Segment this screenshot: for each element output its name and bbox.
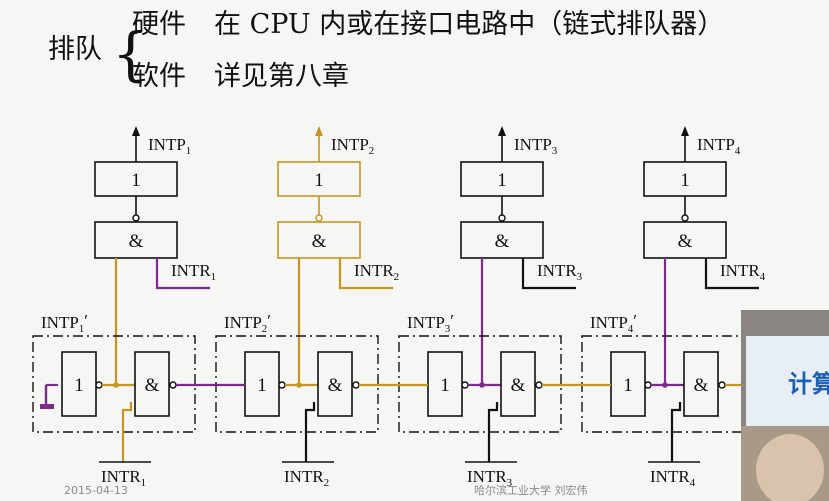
request-and-gate (277, 221, 361, 259)
chain-label: INTP4′ (590, 311, 637, 335)
output-label: INTP1 (148, 135, 191, 157)
inverter-bubble (95, 381, 103, 389)
hardware-text: 在 CPU 内或在接口电路中（链式排队器） (214, 9, 724, 40)
inverter-bubble (461, 381, 469, 389)
bottom-intr-line (304, 402, 316, 462)
output-label: INTP4 (697, 135, 741, 157)
bottom-intr-line (487, 402, 499, 462)
inverter-bubble (315, 214, 323, 222)
inverter-bubble (278, 381, 286, 389)
intr-label: INTR1 (171, 261, 216, 283)
request-and-gate (643, 221, 727, 259)
inverter-bubble (718, 381, 726, 389)
intr-label: INTR2 (354, 261, 399, 283)
chain-links (40, 383, 741, 409)
camera-text: 计算 (788, 370, 829, 398)
inverter-bubble (132, 214, 140, 222)
chain-label: INTP3′ (407, 311, 454, 335)
chain-and-gate (317, 351, 353, 417)
and-gate-label: & (678, 231, 693, 252)
bottom-intr-label: INTR2 (284, 467, 329, 489)
intr-input-line (338, 258, 393, 290)
brace: { (112, 20, 149, 88)
arrow-up-icon (315, 126, 323, 136)
chain-label: INTP1′ (41, 311, 88, 335)
bottom-intr-line (670, 402, 682, 462)
inverter-bubble (169, 381, 177, 389)
not-gate-label: 1 (74, 375, 84, 396)
chain-and-gate (500, 351, 536, 417)
inverter-bubble (498, 214, 506, 222)
chain-and-gate (134, 351, 170, 417)
and-gate-label: & (694, 375, 709, 396)
and-gate-label: & (145, 375, 160, 396)
bottom-intr-label: INTR4 (650, 467, 696, 489)
and-gate-label: & (129, 231, 144, 252)
output-label: INTP2 (331, 135, 374, 157)
not-gate-label: 1 (440, 375, 450, 396)
not-gate-label: 1 (131, 170, 141, 191)
chain-and-gate (683, 351, 719, 417)
stages: 1INTP1&INTR1INTP1′1&INTR11INTP2&INTR2INT… (32, 126, 766, 489)
footer-date: 2015-04-13 (64, 484, 128, 497)
and-gate-label: & (511, 375, 526, 396)
intr-input-line (155, 258, 210, 290)
inverter-bubble (644, 381, 652, 389)
software-text: 详见第八章 (214, 61, 349, 92)
inverter-bubble (352, 381, 360, 389)
arrow-up-icon (132, 126, 140, 136)
intr-input-line (704, 258, 759, 290)
not-gate-label: 1 (314, 170, 324, 191)
inverter-bubble (681, 214, 689, 222)
chain-label: INTP2′ (224, 311, 271, 335)
bottom-intr-label: INTR1 (101, 467, 146, 489)
arrow-up-icon (498, 126, 506, 136)
camera-overlay: 计算 (741, 310, 829, 501)
not-gate-label: 1 (257, 375, 267, 396)
bottom-intr-label: INTR3 (467, 467, 513, 489)
not-gate-label: 1 (497, 170, 507, 191)
not-gate-label: 1 (623, 375, 633, 396)
intr-input-line (521, 258, 576, 290)
software-label: 软件 (132, 61, 186, 92)
ground-icon (40, 404, 54, 409)
arrow-up-icon (681, 126, 689, 136)
request-and-gate (460, 221, 544, 259)
inverter-bubble (535, 381, 543, 389)
and-gate-label: & (495, 231, 510, 252)
not-gate-label: 1 (680, 170, 690, 191)
request-and-gate (94, 221, 178, 259)
intr-label: INTR3 (537, 261, 583, 283)
output-label: INTP3 (514, 135, 558, 157)
and-gate-label: & (328, 375, 343, 396)
hardware-label: 硬件 (132, 9, 186, 40)
bottom-intr-line (121, 402, 133, 462)
queue-label: 排队 (48, 34, 102, 65)
footer-credit: 哈尔滨工业大学 刘宏伟 (474, 483, 588, 497)
and-gate-label: & (312, 231, 327, 252)
intr-label: INTR4 (720, 261, 766, 283)
